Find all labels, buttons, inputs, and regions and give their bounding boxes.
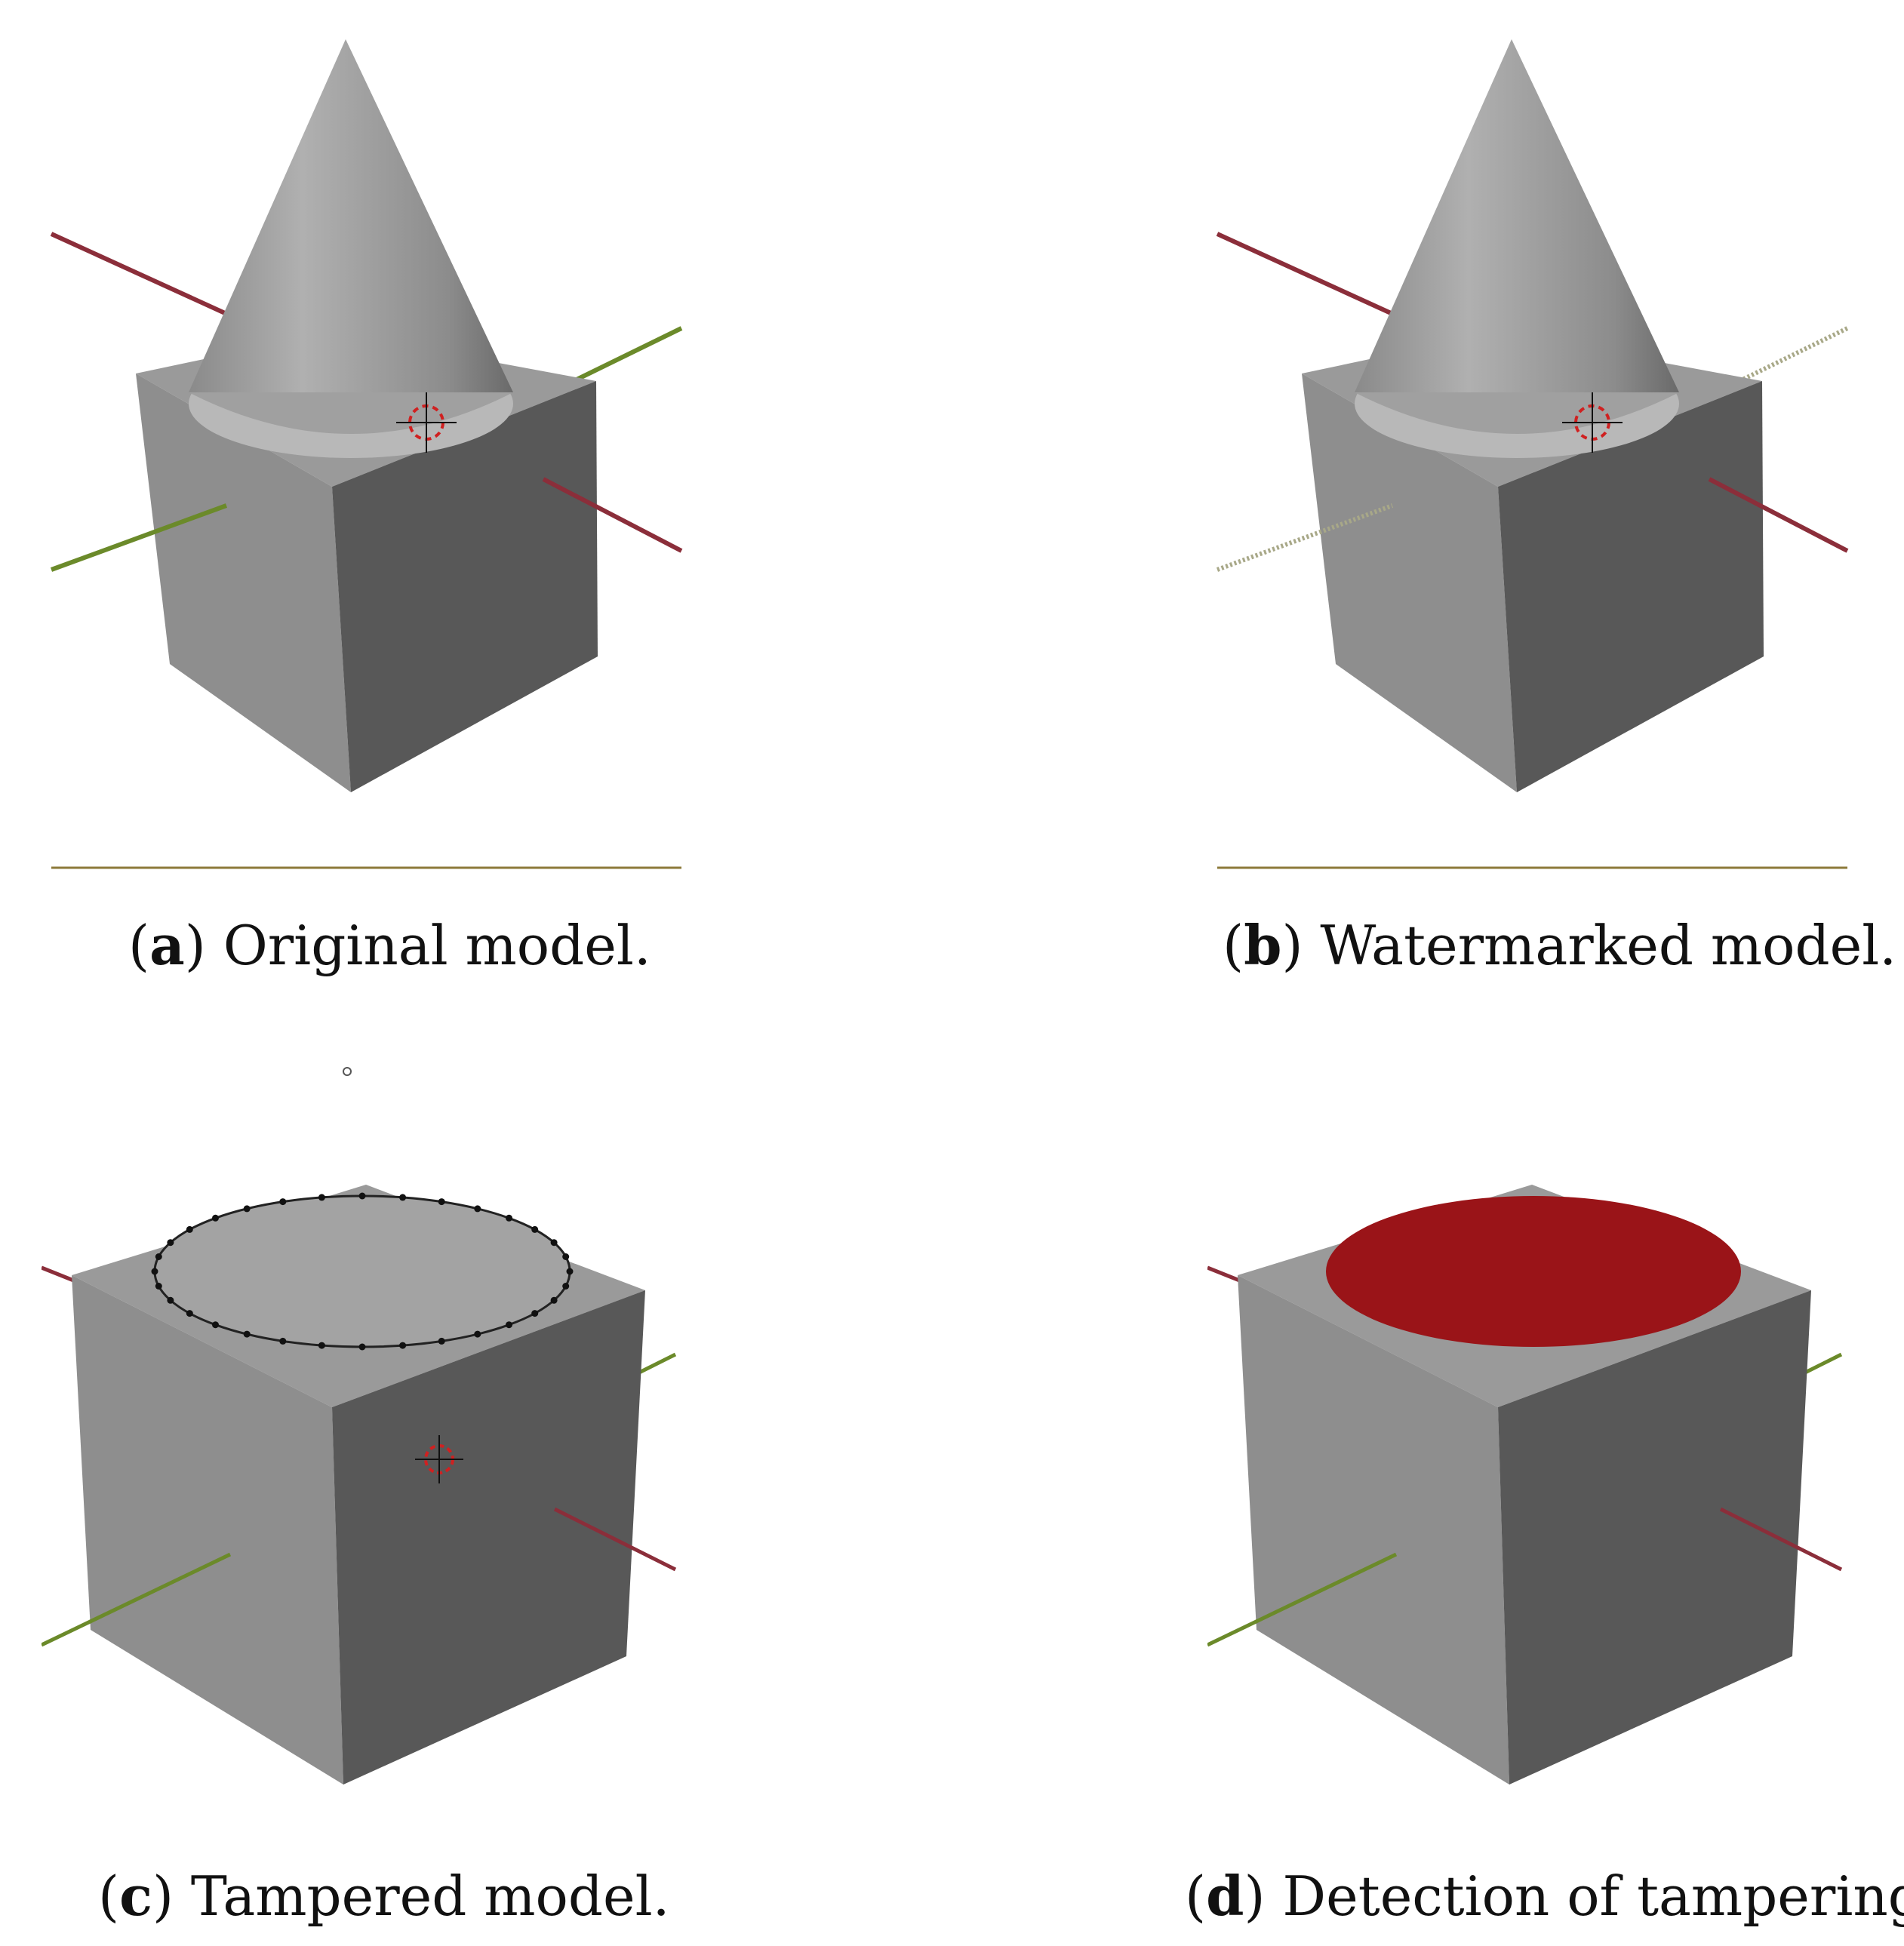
vertex-marker [151, 1268, 158, 1275]
vertex-marker [243, 1330, 251, 1338]
caption-b-letter: b [1244, 913, 1282, 977]
vertex-marker [155, 1283, 162, 1290]
panel-d [1207, 1056, 1856, 1811]
vertex-marker [474, 1205, 481, 1213]
cube-right-face [332, 381, 598, 792]
cube-right-face [1498, 381, 1764, 792]
cone-bottom-edge [189, 392, 513, 434]
panel-a [45, 30, 694, 883]
vertex-marker [279, 1337, 287, 1345]
vertex-marker [399, 1342, 407, 1349]
panel-c-render [42, 1067, 677, 1785]
caption-b-text: Watermarked model. [1303, 914, 1897, 977]
vertex-marker [474, 1330, 481, 1338]
small-marker-icon [343, 1067, 352, 1076]
vertex-marker [550, 1296, 558, 1304]
vertex-marker [186, 1225, 193, 1233]
panel-c [42, 1056, 691, 1811]
vertex-marker [531, 1310, 539, 1317]
vertex-marker [279, 1198, 287, 1206]
vertex-marker [318, 1194, 325, 1201]
vertex-marker [167, 1239, 174, 1247]
vertex-marker [438, 1337, 445, 1345]
vertex-marker [506, 1214, 512, 1222]
x-axis-back [1216, 232, 1409, 323]
vertex-marker [438, 1198, 445, 1206]
vertex-markers [151, 1192, 574, 1351]
vertex-marker [358, 1192, 366, 1200]
y-axis-right [1738, 326, 1849, 383]
x-axis-back [50, 232, 243, 323]
x-axis-front [1719, 1507, 1843, 1572]
caption-d-text: Detection of tampering. [1265, 1865, 1904, 1928]
vertex-marker [318, 1342, 325, 1349]
caption-d-letter: d [1206, 1864, 1244, 1928]
vertex-marker [212, 1214, 219, 1222]
vertex-marker [243, 1205, 251, 1213]
cube-right-face [332, 1290, 645, 1785]
y-axis-left [42, 1552, 232, 1647]
vertex-marker [155, 1253, 162, 1260]
caption-d: (d) Detection of tampering. [1185, 1864, 1904, 1928]
vertex-marker [566, 1268, 574, 1275]
panel-b [1211, 30, 1860, 883]
vertex-marker [550, 1239, 558, 1247]
caption-a-text: Original model. [205, 914, 651, 977]
cursor-3d-icon [415, 1435, 463, 1483]
panel-a-render [50, 39, 683, 869]
caption-c-text: Tampered model. [174, 1865, 670, 1928]
x-axis-front [542, 477, 683, 553]
cube-left-face [1238, 1275, 1509, 1785]
x-axis-front [1708, 477, 1849, 553]
y-axis-right [1802, 1352, 1843, 1376]
caption-c-letter: c [119, 1864, 152, 1928]
vertex-marker [186, 1310, 193, 1317]
vertex-marker [562, 1253, 570, 1260]
y-axis-left [50, 503, 228, 572]
vertex-marker [562, 1283, 570, 1290]
y-axis-right [572, 326, 683, 383]
vertex-marker [358, 1343, 366, 1351]
cursor-3d-icon [396, 392, 457, 453]
panel-b-render [1216, 39, 1849, 869]
vertex-marker [531, 1225, 539, 1233]
caption-a-letter: a [149, 913, 185, 977]
panel-d-render [1207, 1185, 1843, 1785]
vertex-marker [212, 1321, 219, 1329]
caption-a: (a) Original model. [128, 913, 651, 977]
cube-left-face [1302, 374, 1517, 792]
cone-body [189, 39, 513, 392]
vertex-marker [506, 1321, 512, 1329]
cursor-3d-icon [1562, 392, 1623, 453]
y-axis-left [1216, 503, 1394, 572]
cone-body [1355, 39, 1679, 392]
cube-right-face [1498, 1290, 1811, 1785]
detected-tamper-region [1326, 1196, 1741, 1347]
vertex-marker [399, 1194, 407, 1201]
x-axis-front [553, 1507, 677, 1572]
vertex-marker [167, 1296, 174, 1304]
y-axis-right [636, 1352, 677, 1376]
cube-left-face [136, 374, 351, 792]
y-axis-left [1207, 1552, 1398, 1647]
cube-left-face [72, 1275, 343, 1785]
caption-b: (b) Watermarked model. [1223, 913, 1897, 977]
cone-bottom-edge [1355, 392, 1679, 434]
caption-c: (c) Tampered model. [98, 1864, 670, 1928]
